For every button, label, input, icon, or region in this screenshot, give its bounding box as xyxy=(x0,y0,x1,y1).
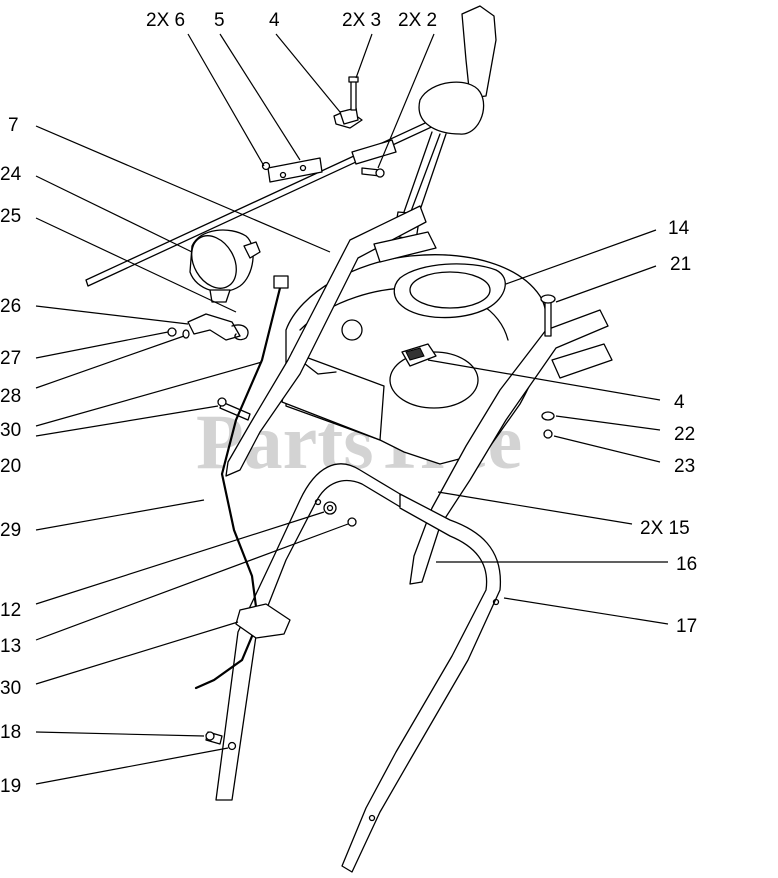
label-5: 5 xyxy=(214,10,225,31)
label-20: 20 xyxy=(0,456,21,477)
label-13: 13 xyxy=(0,636,21,657)
cover-plate-part xyxy=(393,263,506,319)
cable-tie-part xyxy=(235,603,291,639)
nut-part-27 xyxy=(167,327,177,337)
washer-part-22 xyxy=(541,411,555,421)
label-14: 14 xyxy=(668,218,690,239)
label-27: 27 xyxy=(0,348,21,369)
switch-part xyxy=(401,343,437,367)
upper-handle-left-part xyxy=(225,205,437,477)
label-23: 23 xyxy=(674,456,695,477)
label-7: 7 xyxy=(8,115,19,136)
label-16: 16 xyxy=(676,554,697,575)
screw-part-2 xyxy=(361,167,385,178)
nut-part-6 xyxy=(261,161,271,171)
bolt-part-21 xyxy=(540,294,556,337)
nut-part-13 xyxy=(347,517,357,527)
label-12: 12 xyxy=(0,600,21,621)
label-2x3: 2X 3 xyxy=(342,10,381,31)
label-28: 28 xyxy=(0,386,21,407)
label-24: 24 xyxy=(0,164,22,185)
label-2x6: 2X 6 xyxy=(146,10,185,31)
callout-labels: 2X 6 5 4 2X 3 2X 2 7 24 25 14 21 26 27 2… xyxy=(0,10,697,797)
headlight-part xyxy=(189,229,261,303)
label-29: 29 xyxy=(0,520,21,541)
clamp-part-top xyxy=(333,76,363,129)
label-4-right: 4 xyxy=(674,392,685,413)
label-30-a: 30 xyxy=(0,420,21,441)
shift-lever-part xyxy=(393,5,497,241)
label-25: 25 xyxy=(0,206,21,227)
label-17: 17 xyxy=(676,616,697,637)
lower-handle-right-part xyxy=(341,493,502,873)
label-4-top: 4 xyxy=(269,10,280,31)
light-bracket-part xyxy=(187,313,249,341)
label-2x15: 2X 15 xyxy=(640,518,690,539)
leader-lines xyxy=(35,33,669,785)
bolt-part-12 xyxy=(323,501,337,515)
label-2x2: 2X 2 xyxy=(398,10,437,31)
label-18: 18 xyxy=(0,722,21,743)
label-26: 26 xyxy=(0,296,21,317)
label-19: 19 xyxy=(0,776,21,797)
nut-part-23 xyxy=(543,429,553,439)
bolt-part-18 xyxy=(205,731,223,745)
label-22: 22 xyxy=(674,424,695,445)
washer-part-28 xyxy=(182,329,190,339)
wire-harness-part xyxy=(194,275,289,690)
upper-handle-right-part xyxy=(409,309,613,585)
label-30-b: 30 xyxy=(0,678,21,699)
label-21: 21 xyxy=(670,254,691,275)
nut-part-19 xyxy=(227,741,237,751)
